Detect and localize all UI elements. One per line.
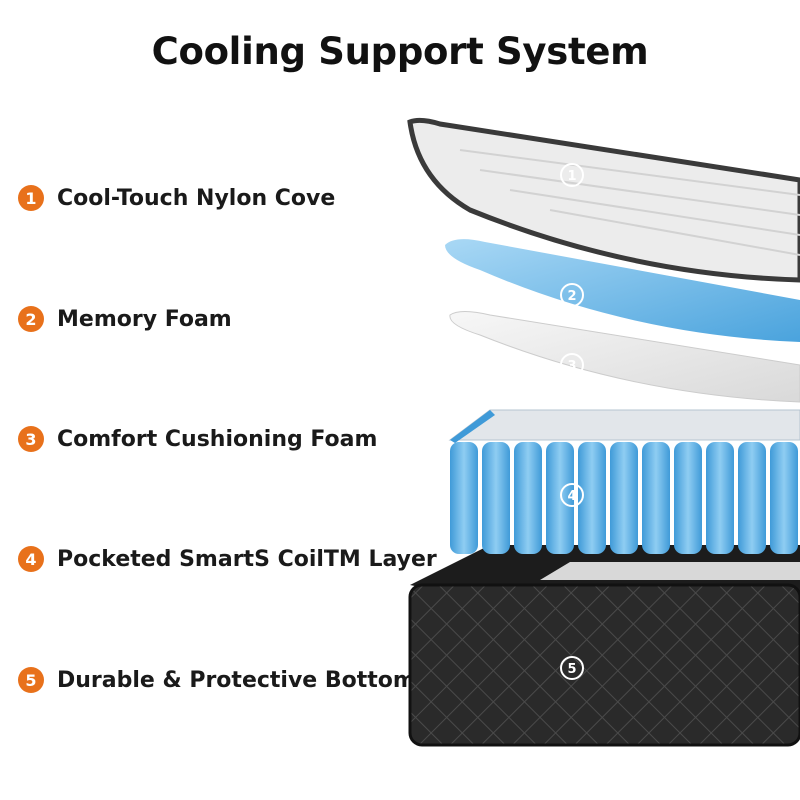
layer-1-cool-touch-cover: [407, 117, 800, 283]
layer-item-pocketed-coil: 4 Pocketed SmartS CoilTM Layer: [18, 542, 437, 576]
layer-item-comfort-foam: 3 Comfort Cushioning Foam: [18, 422, 377, 456]
marker-5: 5: [567, 662, 576, 677]
layer-5-protective-bottom: [408, 545, 800, 747]
marker-circle: [560, 656, 584, 680]
layer-number-badge: 5: [18, 667, 44, 693]
layer-number-badge: 3: [18, 426, 44, 452]
layer-label: Memory Foam: [57, 306, 232, 332]
marker-4: 4: [567, 489, 576, 504]
layer-number-badge: 2: [18, 306, 44, 332]
marker-circle: [560, 163, 584, 187]
layer-label: Comfort Cushioning Foam: [57, 426, 378, 452]
layer-label: Pocketed SmartS CoilTM Layer: [57, 546, 437, 572]
marker-3: 3: [567, 359, 576, 374]
layer-item-protective-bottom: 5 Durable & Protective Bottom: [18, 663, 416, 697]
layer-item-memory-foam: 2 Memory Foam: [18, 302, 232, 336]
marker-circle: [560, 353, 584, 377]
layer-4-pocketed-coil: [448, 409, 800, 554]
layer-3-comfort-foam: [449, 311, 800, 403]
layer-2-memory-foam: [445, 239, 800, 342]
layer-number-badge: 1: [18, 185, 44, 211]
mattress-layers-illustration: 1 2 3 4 5: [407, 117, 800, 747]
layer-item-cool-touch-cover: 1 Cool-Touch Nylon Cove: [18, 181, 335, 215]
page-title: Cooling Support System: [151, 30, 649, 73]
marker-circle: [560, 283, 584, 307]
marker-1: 1: [567, 169, 576, 184]
layer-list: 1 Cool-Touch Nylon Cove 2 Memory Foam 3 …: [18, 0, 438, 800]
marker-2: 2: [567, 289, 576, 304]
layer-label: Durable & Protective Bottom: [57, 667, 416, 693]
marker-circle: [560, 483, 584, 507]
layer-label: Cool-Touch Nylon Cove: [57, 185, 336, 211]
layer-number-badge: 4: [18, 546, 44, 572]
